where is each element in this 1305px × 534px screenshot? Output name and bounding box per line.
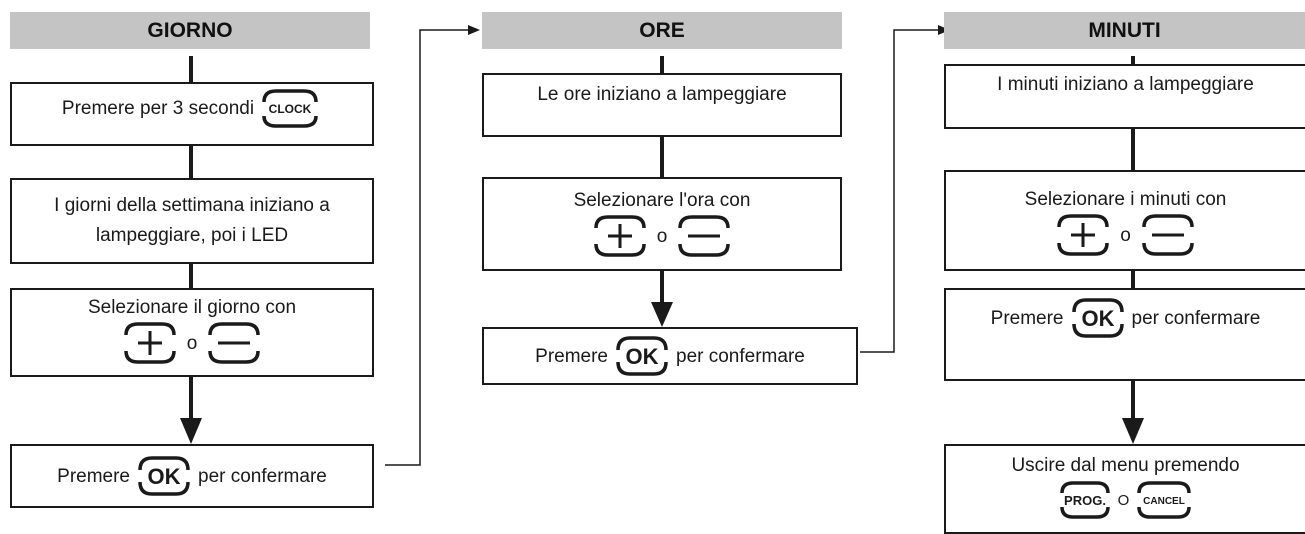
minuti-step-3-pre: Premere	[990, 307, 1064, 329]
giorno-step-2-text: I giorni della settimana iniziano a lamp…	[54, 195, 330, 246]
ore-title: ORE	[639, 18, 685, 42]
plus-button-icon	[593, 215, 646, 257]
minuti-step-3-post: per confermare	[1131, 307, 1261, 329]
ore-step-3-pre: Premere	[535, 345, 608, 367]
giorno-step-1-text: Premere per 3 secondi	[61, 97, 255, 119]
minuti-header: MINUTI	[944, 12, 1305, 49]
ok-button-label: OK	[626, 344, 659, 369]
minuti-step-1-text: I minuti iniziano a lampeggiare	[997, 74, 1254, 95]
ok-button-icon: OK	[1071, 298, 1124, 338]
minuti-step-1: I minuti iniziano a lampeggiare	[944, 64, 1305, 129]
minuti-step-2-text: Selezionare i minuti con	[1024, 189, 1227, 210]
giorno-step-4-pre: Premere	[57, 465, 130, 487]
giorno-or: o	[186, 332, 198, 354]
giorno-step-2: I giorni della settimana iniziano a lamp…	[10, 178, 374, 264]
cancel-button-icon: CANCEL	[1137, 481, 1192, 519]
ore-arrowhead	[651, 302, 673, 327]
minuti-step-4-or: O	[1117, 491, 1130, 509]
minus-button-icon	[678, 215, 731, 257]
giorno-to-ore-link	[385, 29, 468, 466]
minuti-title: MINUTI	[1088, 18, 1161, 42]
clock-button-icon: CLOCK	[262, 89, 318, 128]
minuti-step-2: Selezionare i minuti con o	[944, 170, 1305, 271]
ore-step-3: Premere OK per confermare	[482, 327, 858, 385]
plus-button-icon	[1057, 214, 1109, 256]
giorno-title: GIORNO	[147, 18, 233, 42]
ok-button-icon: OK	[138, 456, 190, 496]
prog-button-icon: PROG.	[1059, 481, 1110, 519]
minuti-arrowhead	[1122, 418, 1144, 444]
ore-step-1: Le ore iniziano a lampeggiare	[482, 73, 842, 137]
giorno-step-4-post: per confermare	[198, 465, 327, 487]
minuti-step-3: Premere OK per confermare	[944, 288, 1305, 381]
minuti-step-4-text: Uscire dal menu premendo	[1011, 455, 1240, 476]
ore-step-2-text: Selezionare l'ora con	[573, 190, 751, 211]
giorno-step-3-text: Selezionare il giorno con	[87, 297, 297, 318]
prog-button-label: PROG.	[1064, 493, 1106, 508]
ok-button-label: OK	[1081, 306, 1114, 331]
giorno-step-3: Selezionare il giorno con o	[10, 288, 374, 377]
giorno-arrowhead	[180, 418, 202, 444]
ore-to-minuti-link	[860, 29, 938, 353]
ok-button-label: OK	[148, 464, 181, 489]
giorno-header: GIORNO	[10, 12, 370, 49]
ore-step-3-post: per confermare	[676, 345, 805, 367]
ore-step-2: Selezionare l'ora con o	[482, 177, 842, 271]
minuti-step-4: Uscire dal menu premendo PROG. O CANCEL	[944, 444, 1305, 534]
ore-step-1-text: Le ore iniziano a lampeggiare	[537, 84, 787, 105]
ore-or: o	[656, 225, 668, 247]
minus-button-icon	[1142, 214, 1194, 256]
ok-button-icon: OK	[616, 336, 668, 376]
plus-button-icon	[123, 322, 176, 364]
minus-button-icon	[208, 322, 261, 364]
minuti-or: o	[1120, 224, 1131, 246]
giorno-step-4: Premere OK per confermare	[10, 444, 374, 508]
giorno-to-ore-arrowhead	[468, 25, 480, 35]
cancel-button-label: CANCEL	[1143, 496, 1185, 507]
clock-button-label: CLOCK	[269, 102, 312, 116]
ore-header: ORE	[482, 12, 842, 49]
giorno-step-1: Premere per 3 secondi CLOCK	[10, 82, 374, 146]
